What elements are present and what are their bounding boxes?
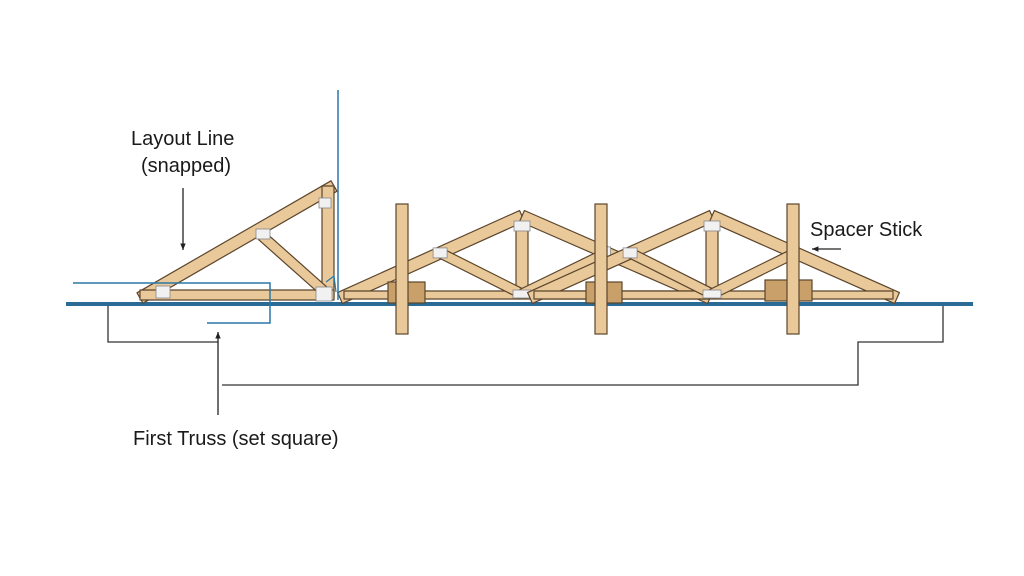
gusset-plate [315, 286, 333, 302]
dimension-bracket-left [107, 305, 218, 343]
layout-line-sublabel: (snapped) [141, 155, 232, 177]
gusset-plate [432, 247, 448, 259]
square-check-mark [325, 274, 337, 293]
gusset-plate [622, 247, 638, 259]
gusset-plate [513, 220, 531, 232]
gusset-plate [155, 285, 171, 299]
gusset-plate [703, 220, 721, 232]
truss-3-top-chord-left [526, 209, 716, 305]
gusset-plate [255, 228, 271, 240]
wall-top-plate-line [66, 302, 973, 306]
spacer-stick-arrow-head [812, 246, 819, 252]
spacer-stick-2 [594, 203, 608, 335]
spacer-stick-1 [395, 203, 409, 335]
layout-line-snapped [73, 282, 271, 324]
layout-line-arrow-head [180, 243, 186, 250]
layout-line-label: Layout Line [131, 128, 235, 150]
spacer-stick-label: Spacer Stick [810, 219, 923, 241]
gusset-plate [318, 197, 332, 209]
truss-3-king-post [705, 221, 719, 295]
truss-2-king-post [515, 221, 529, 295]
dimension-bracket-right [222, 305, 944, 386]
first-truss-top-chord [136, 180, 338, 304]
spacer-stick-3 [786, 203, 800, 335]
first-truss-arrow-head [215, 332, 221, 339]
first-truss-label: First Truss (set square) [133, 428, 339, 450]
truss-2-top-chord-left [336, 209, 526, 305]
gusset-plate [702, 289, 722, 299]
truss-3-top-chord-right [708, 209, 901, 305]
first-truss-web [258, 231, 329, 297]
